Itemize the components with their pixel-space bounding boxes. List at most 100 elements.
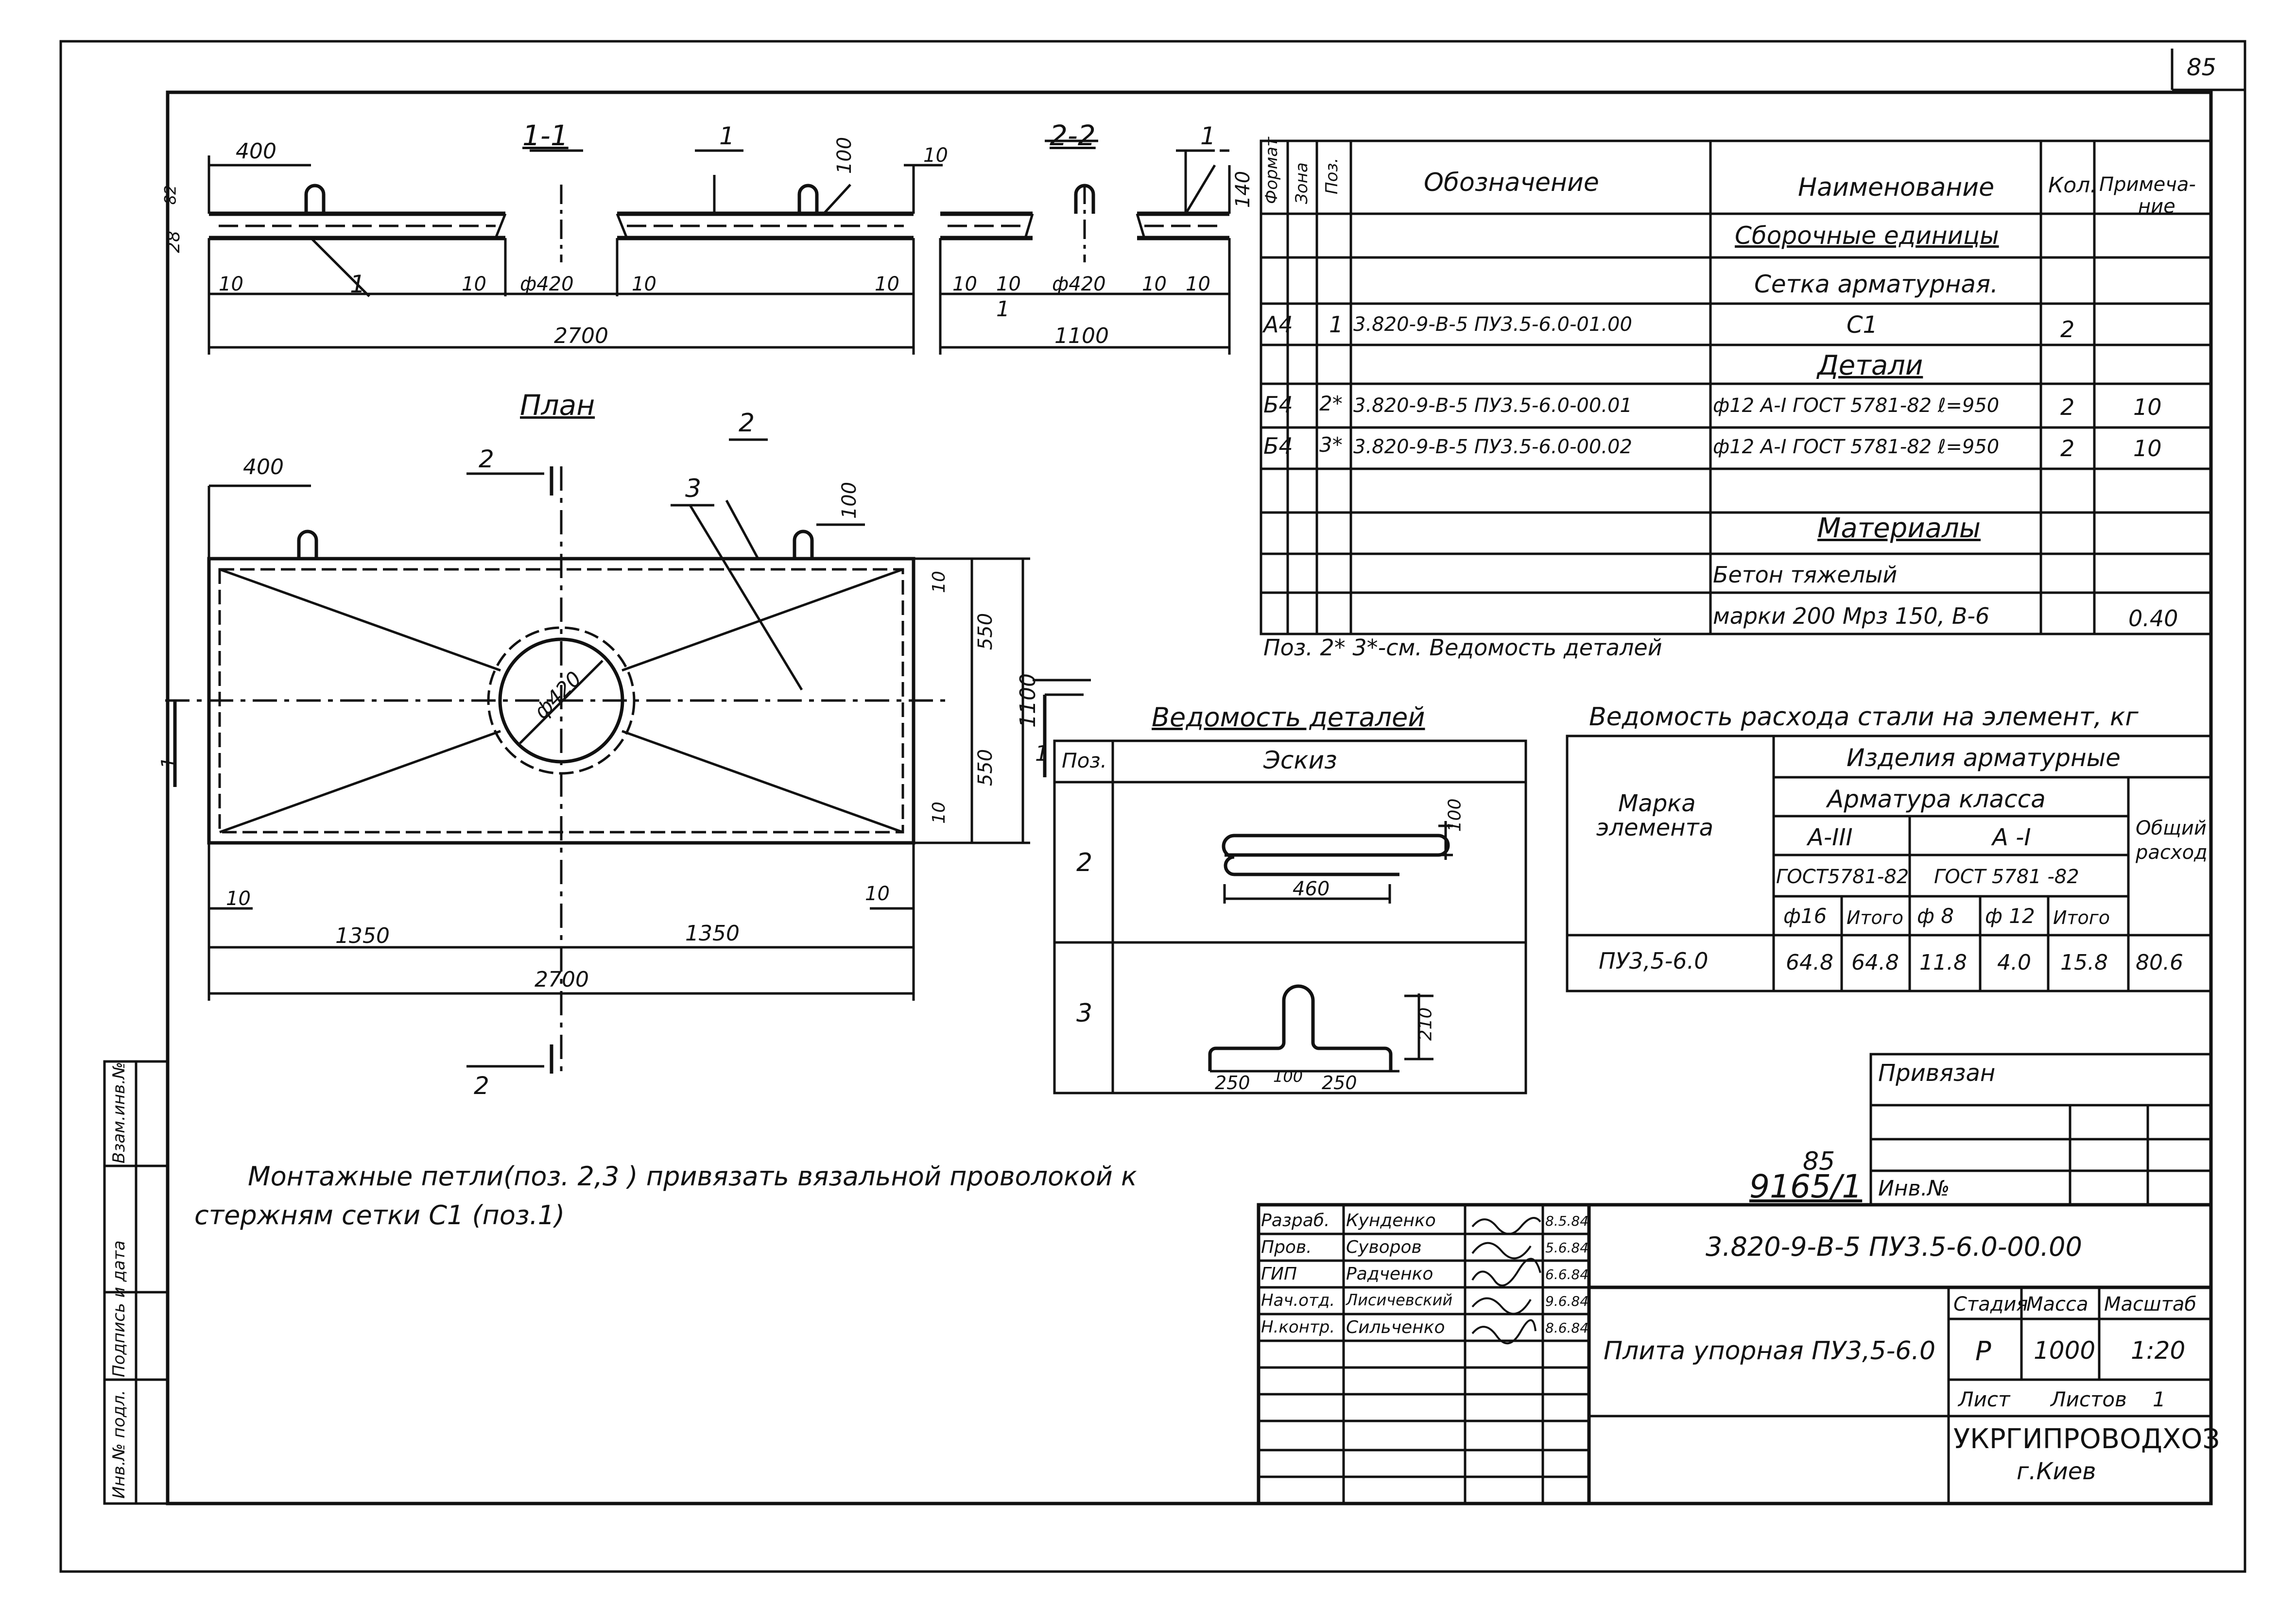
cut-1-right: 1 <box>1035 741 1049 766</box>
steel-col-total-2: расход <box>2136 841 2208 864</box>
plan-dim-10-right: 10 <box>865 883 890 905</box>
steel-col-mark-2: элемента <box>1596 814 1714 841</box>
cut-2-top: 2 <box>479 445 494 473</box>
dim-2700-section: 2700 <box>554 324 608 348</box>
steel-sub-phi16: ф16 <box>1783 904 1827 928</box>
section-1-1-drawing <box>207 149 943 355</box>
spec-c1-pos: 1 <box>1329 311 1344 338</box>
details-row2-dim-460: 460 <box>1293 878 1330 900</box>
tb-date-4: 9.6.84 <box>1545 1293 1589 1309</box>
steel-val-phi12: 4.0 <box>1997 950 2031 975</box>
spec-footnote: Поз. 2* 3*-см. Ведомость деталей <box>1263 634 1662 661</box>
spec-row3-qty: 2 <box>2060 435 2075 462</box>
dim-phi420-section1: ф420 <box>520 273 574 295</box>
steel-col-a1: А -I <box>1992 824 2031 851</box>
dim-10-e: 10 <box>952 273 977 295</box>
tb-date-3: 6.6.84 <box>1545 1266 1589 1282</box>
tb-name-1: Кунденко <box>1346 1211 1436 1231</box>
spec-table-lines <box>1260 139 2212 635</box>
details-row3-pos: 3 <box>1076 999 1093 1028</box>
spec-row3-note: 10 <box>2133 435 2162 462</box>
steel-title: Ведомость расхода стали на элемент, кг <box>1589 702 2139 732</box>
details-row3-dim-250b: 250 <box>1322 1072 1357 1094</box>
tb-name-4: Лисичевский <box>1346 1291 1453 1309</box>
steel-row-mark: ПУ3,5-6.0 <box>1599 948 1709 974</box>
dim-10-d: 10 <box>875 273 899 295</box>
dim-100-top: 100 <box>833 137 856 174</box>
spec-row2-note: 10 <box>2133 394 2162 420</box>
tb-date-1: 8.5.84 <box>1545 1213 1589 1229</box>
tb-city: г.Киев <box>2017 1458 2096 1485</box>
steel-col-total-1: Общий <box>2136 817 2207 839</box>
steel-col-products: Изделия арматурные <box>1847 744 2121 772</box>
dim-140: 140 <box>1232 171 1255 208</box>
steel-sub-itogo2: Итого <box>2053 907 2110 928</box>
spec-section-details: Детали <box>1817 350 1923 381</box>
steel-col-class: Арматура класса <box>1827 785 2046 813</box>
tb-role-2: Пров. <box>1261 1237 1312 1257</box>
cut-1-left: 1 <box>157 756 180 769</box>
plan-drawing <box>165 438 1091 1074</box>
tb-org: УКРГИПРОВОДХОЗ <box>1953 1423 2220 1455</box>
plan-pos-2: 2 <box>739 409 755 438</box>
steel-sub-phi12: ф 12 <box>1985 904 2035 928</box>
tb-sheet-label: Лист <box>1958 1387 2010 1411</box>
steel-sub-itogo1: Итого <box>1847 907 1904 928</box>
pos-1-label-section2: 1 <box>1200 122 1216 150</box>
tb-sheets-count: 1 <box>2153 1387 2166 1411</box>
tb-stage-label: Стадия <box>1953 1293 2028 1316</box>
tb-scale: 1:20 <box>2131 1336 2186 1365</box>
spec-concrete-note: 0.40 <box>2128 605 2178 632</box>
plan-dim-10-left: 10 <box>226 888 251 910</box>
spec-concrete-1: Бетон тяжелый <box>1713 562 1898 588</box>
archive-num: 9165/1 <box>1749 1168 1863 1205</box>
spec-row3-format: Б4 <box>1263 433 1293 459</box>
tb-date-2: 5.6.84 <box>1545 1240 1589 1256</box>
page-number: 85 <box>2187 54 2217 81</box>
dim-phi420-section2: ф420 <box>1052 273 1106 295</box>
details-col-sketch: Эскиз <box>1263 746 1337 774</box>
inv-no-label: Инв.№ <box>1878 1176 1950 1201</box>
plan-dim-400: 400 <box>243 455 284 479</box>
details-row3-dim-100: 100 <box>1273 1067 1303 1086</box>
section-2-2-drawing <box>939 139 1231 355</box>
tb-mass-label: Масса <box>2026 1293 2089 1316</box>
steel-table-lines <box>1566 735 2212 992</box>
spec-header-pos: Поз. <box>1322 157 1342 194</box>
spec-header-note-2: ние <box>2138 195 2175 218</box>
steel-val-itogo1: 64.8 <box>1851 950 1899 975</box>
tb-designation: 3.820-9-В-5 ПУ3.5-6.0-00.00 <box>1706 1231 2082 1262</box>
side-stamp-replace: Взам.инв.№ <box>109 1061 129 1163</box>
tb-role-5: Н.контр. <box>1261 1317 1335 1337</box>
spec-row2-qty: 2 <box>2060 394 2075 420</box>
spec-header-note-1: Примеча- <box>2099 173 2196 196</box>
plan-dim-10-right-bottom: 10 <box>929 802 949 824</box>
signatures <box>1471 1217 1541 1345</box>
title-block-lines <box>1257 1203 2213 1505</box>
steel-val-phi16: 64.8 <box>1786 950 1833 975</box>
tb-role-4: Нач.отд. <box>1261 1291 1335 1310</box>
spec-header-name: Наименование <box>1798 173 1995 202</box>
steel-val-itogo2: 15.8 <box>2060 950 2108 975</box>
details-row3-dim-210: 210 <box>1416 1007 1436 1041</box>
dim-10-g: 10 <box>1142 273 1167 295</box>
steel-val-phi8: 11.8 <box>1919 950 1967 975</box>
tb-mass: 1000 <box>2034 1336 2096 1365</box>
steel-sub-phi8: ф 8 <box>1917 904 1954 928</box>
note-line-1: Монтажные петли(поз. 2,3 ) привязать вяз… <box>248 1161 1137 1192</box>
spec-c1-format: А4 <box>1263 311 1293 338</box>
plan-pos-3: 3 <box>685 474 702 503</box>
dim-10-f: 10 <box>996 273 1021 295</box>
spec-header-zone: Зона <box>1292 162 1312 204</box>
details-row3-dim-250a: 250 <box>1215 1072 1250 1094</box>
plan-dim-1350-b: 1350 <box>685 921 740 946</box>
plan-dim-100: 100 <box>838 481 861 519</box>
pos-1-label-section: 1 <box>350 270 365 298</box>
privyazan-label: Привязан <box>1878 1060 1996 1087</box>
plan-dim-1350-a: 1350 <box>335 923 390 948</box>
spec-setka-title: Сетка арматурная. <box>1754 270 1999 298</box>
section-2-2-title: 2-2 <box>1050 119 1096 152</box>
tb-date-5: 8.6.84 <box>1545 1320 1589 1336</box>
dim-10-top-right: 10 <box>923 144 948 167</box>
